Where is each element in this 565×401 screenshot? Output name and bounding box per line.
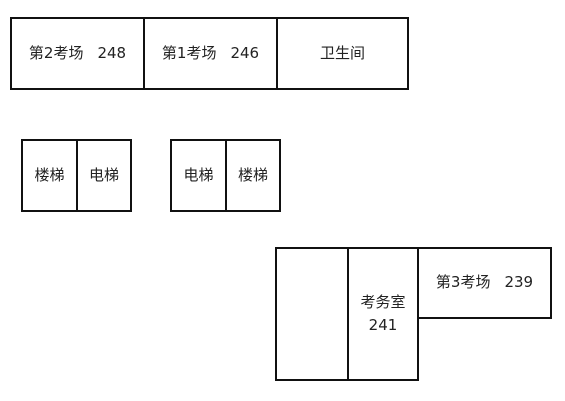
exam-room-3: 第3考场 239 (417, 247, 552, 319)
restroom-name: 卫生间 (319, 43, 365, 62)
exam-room-1-name: 第1考场 (161, 43, 217, 62)
exam-office-number: 241 (368, 316, 398, 334)
exam-room-3-number: 239 (504, 273, 534, 292)
exam-office-label: 考务室 241 (360, 291, 405, 338)
restroom: 卫生间 (276, 17, 409, 90)
exam-room-2-name: 第2考场 (28, 43, 84, 62)
exam-room-1: 第1考场 246 (143, 17, 278, 90)
elevator-left: 电梯 (76, 139, 132, 212)
elevator-right-name: 电梯 (183, 165, 214, 184)
stairs-left-name: 楼梯 (34, 165, 65, 184)
exam-office-name: 考务室 (360, 292, 406, 311)
elevator-left-name: 电梯 (88, 165, 119, 184)
stairs-right-name: 楼梯 (237, 165, 268, 184)
exam-room-2: 第2考场 248 (10, 17, 145, 90)
exam-office: 考务室 241 (347, 247, 419, 381)
elevator-right: 电梯 (170, 139, 227, 212)
exam-room-1-number: 246 (230, 43, 260, 62)
exam-room-2-number: 248 (97, 43, 127, 62)
stairs-left: 楼梯 (21, 139, 78, 212)
stairs-right: 楼梯 (225, 139, 281, 212)
unlabeled-room (275, 247, 349, 381)
exam-room-3-name: 第3考场 (435, 273, 491, 292)
